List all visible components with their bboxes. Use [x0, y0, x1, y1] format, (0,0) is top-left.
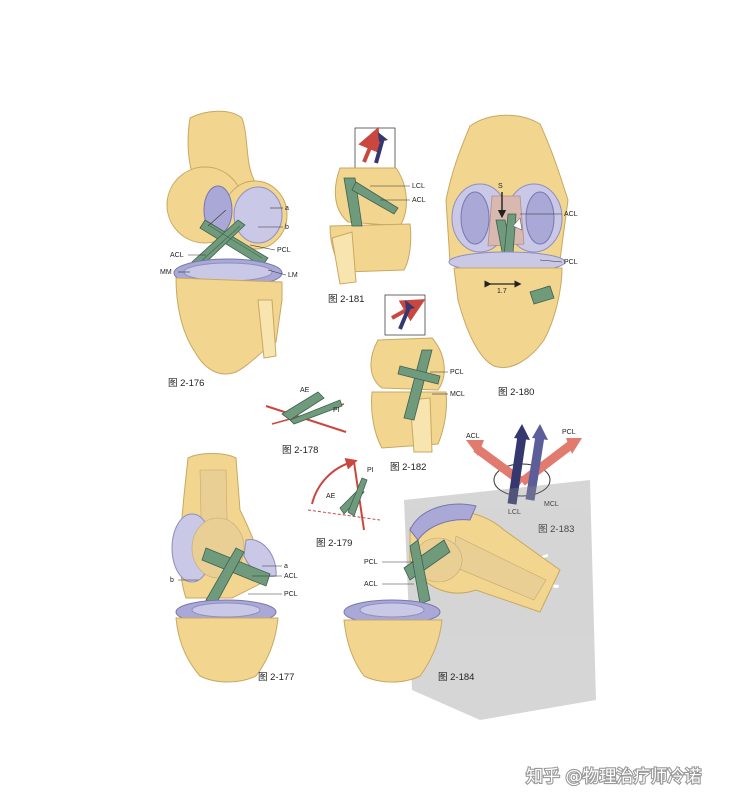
label-177-pcl: PCL: [284, 591, 298, 598]
caption-176: 图 2-176: [168, 378, 204, 389]
label-180-measure: 1.7: [497, 288, 507, 295]
label-180-acl: ACL: [564, 211, 578, 218]
figure-177-knee-sagittal: a ACL b PCL 图 2-177: [170, 453, 298, 683]
figure-184-knee-flexed: PCL ACL 图 2-184: [343, 503, 561, 683]
arrow-mcl: [525, 435, 545, 501]
caption-179: 图 2-179: [316, 538, 352, 549]
label-180-pcl: PCL: [564, 259, 578, 266]
label-176-pcl: PCL: [277, 247, 291, 254]
label-176-b: b: [285, 224, 289, 231]
label-184-pcl: PCL: [364, 559, 378, 566]
label-177-b: b: [170, 577, 174, 584]
figure-181-lcl-acl: LCL ACL 图 2-181: [328, 126, 426, 305]
arrow-lcl: [507, 435, 527, 505]
caption-177: 图 2-177: [258, 672, 294, 683]
label-178-pi: PI: [333, 407, 340, 414]
label-182-pcl: PCL: [450, 369, 464, 376]
caption-183: 图 2-183: [538, 524, 574, 535]
label-183-mcl: MCL: [544, 501, 559, 508]
figure-178-fiber-angle: AE PI 图 2-178: [265, 387, 347, 456]
label-183-lcl: LCL: [508, 509, 521, 516]
label-177-acl: ACL: [284, 573, 298, 580]
caption-181: 图 2-181: [328, 294, 364, 305]
label-179-ae: AE: [326, 493, 336, 500]
label-181-acl: ACL: [412, 197, 426, 204]
caption-180: 图 2-180: [498, 387, 534, 398]
label-179-pi: PI: [367, 467, 374, 474]
label-181-lcl: LCL: [412, 183, 425, 190]
label-176-a: a: [285, 205, 289, 212]
label-178-ae: AE: [300, 387, 310, 394]
label-183-pcl: PCL: [562, 429, 576, 436]
label-177-a: a: [284, 563, 288, 570]
figure-182-pcl-mcl: PCL MCL 图 2-182: [370, 294, 465, 473]
figure-180-knee-posterior: S ACL PCL 1.7 图 2-180: [445, 114, 578, 398]
label-176-mm: MM: [160, 269, 172, 276]
label-182-mcl: MCL: [450, 391, 465, 398]
watermark-text: 知乎 @物理治疗师冷诺: [526, 767, 701, 787]
figure-183-ligament-vectors: ACL PCL LCL MCL 图 2-183: [466, 424, 582, 535]
label-176-lm: LM: [288, 272, 298, 279]
caption-178: 图 2-178: [282, 445, 318, 456]
label-180-s: S: [498, 183, 503, 190]
figure-179-fiber-arc: PI AE 图 2-179: [307, 457, 381, 549]
figure-176-knee-anterior: a b PCL ACL MM LM 图 2-176: [160, 110, 298, 389]
label-183-acl: ACL: [466, 433, 480, 440]
label-176-acl: ACL: [170, 252, 184, 259]
label-184-acl: ACL: [364, 581, 378, 588]
caption-184: 图 2-184: [438, 672, 474, 683]
watermark: 知乎 @物理治疗师冷诺: [525, 766, 703, 788]
caption-182: 图 2-182: [390, 462, 426, 473]
